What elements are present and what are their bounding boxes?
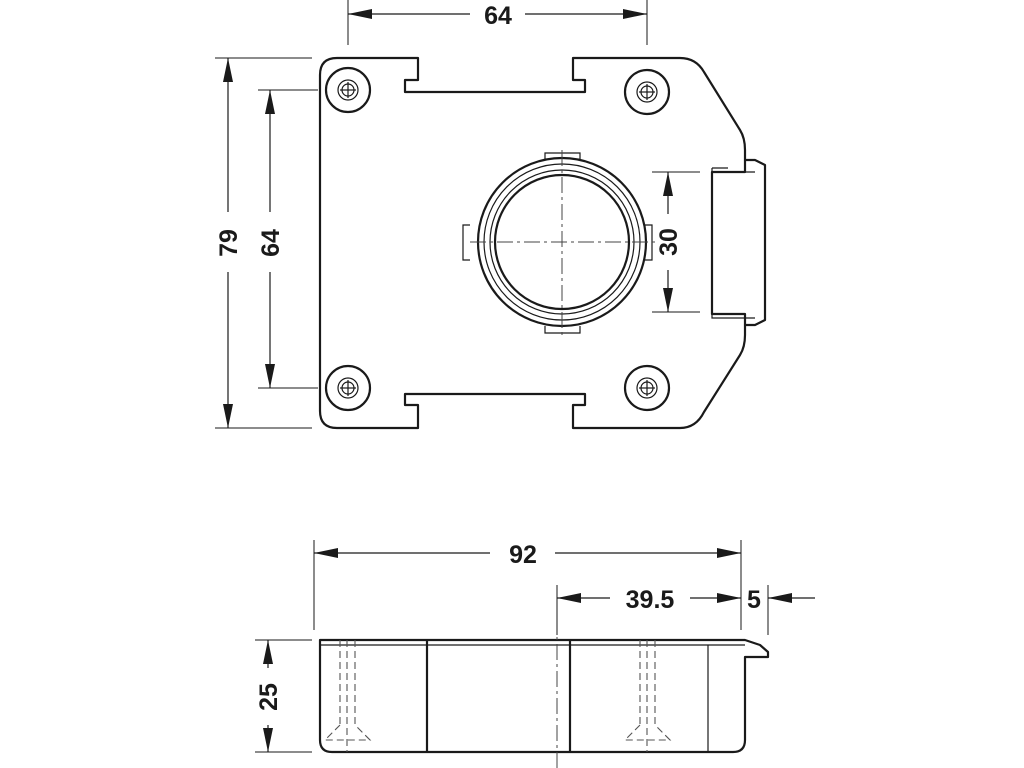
dim-label-hole-spacing: 64 (257, 229, 285, 257)
dim-label-height: 25 (255, 683, 283, 711)
dimension-bore-30: 30 (652, 171, 700, 313)
dimension-length-92: 92 (313, 540, 742, 630)
lock-body-side-outline (318, 638, 770, 754)
bolt-tongue (711, 167, 755, 319)
dimension-height-64: 64 (257, 89, 318, 389)
dim-label-length: 92 (509, 541, 537, 569)
cylinder-bore (462, 150, 655, 335)
dim-label-width: 64 (484, 2, 512, 30)
dimension-offset-39-5: 39.5 (556, 585, 741, 635)
dimension-height-25: 25 (255, 639, 312, 753)
dimension-height-79: 79 (215, 57, 312, 429)
hidden-screw-right (623, 640, 672, 752)
mounting-hole-top-right (623, 68, 671, 116)
mounting-hole-bottom-right (623, 364, 671, 412)
lock-plate-outline (318, 56, 767, 430)
dim-label-bore: 30 (655, 228, 683, 256)
bolt-tongue-outline (710, 160, 747, 325)
mounting-hole-top-left (324, 66, 372, 114)
hidden-screw-left (323, 640, 372, 752)
dimension-lip-5: 5 (747, 585, 815, 635)
dim-label-offset: 39.5 (626, 586, 675, 614)
dimension-width-64: 64 (347, 0, 648, 45)
dim-label-lip: 5 (747, 586, 761, 614)
dim-label-outer-height: 79 (215, 229, 243, 257)
mounting-hole-bottom-left (324, 364, 372, 412)
top-view: 64 79 64 (215, 0, 767, 430)
side-view: 92 39.5 5 25 (255, 540, 815, 768)
